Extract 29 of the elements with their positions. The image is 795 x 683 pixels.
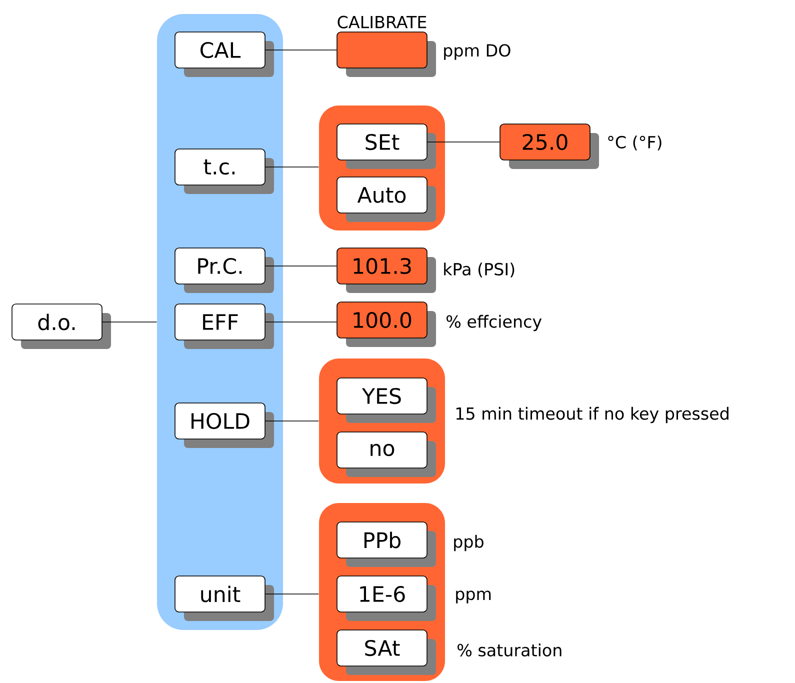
key-box: no xyxy=(336,432,436,477)
key-box: CAL xyxy=(174,32,274,77)
unit-label: % effciency xyxy=(446,314,542,332)
unit-label: 15 min timeout if no key pressed xyxy=(456,406,728,424)
key-box: SAt xyxy=(336,630,436,675)
unit-label: ppm xyxy=(456,590,491,604)
key-box: PPb xyxy=(336,522,436,567)
unit-label: °C (°F) xyxy=(608,136,662,150)
unit-label: ppm DO xyxy=(444,44,510,60)
value-display xyxy=(336,32,436,77)
key-box: HOLD xyxy=(174,402,274,448)
heading-text: CALIBRATE xyxy=(338,16,426,28)
unit-label: kPa (PSI) xyxy=(444,262,514,278)
value-display: 100.0 xyxy=(336,302,436,347)
key-box: unit xyxy=(174,576,274,621)
key-box: d.o. xyxy=(12,304,111,349)
unit-label: % saturation xyxy=(458,644,562,656)
key-box: 1E-6 xyxy=(336,576,436,621)
key-box: Pr.C. xyxy=(174,248,274,293)
connector-line xyxy=(265,420,320,422)
connector-line xyxy=(265,166,320,168)
key-box: YES xyxy=(336,378,436,423)
key-box: Auto xyxy=(336,176,436,222)
value-display: 25.0 xyxy=(500,124,599,169)
unit-label: ppb xyxy=(454,534,484,552)
value-display: 101.3 xyxy=(336,248,436,293)
key-box: t.c. xyxy=(174,148,274,194)
key-box: SEt xyxy=(336,124,436,169)
key-box: EFF xyxy=(174,304,274,349)
